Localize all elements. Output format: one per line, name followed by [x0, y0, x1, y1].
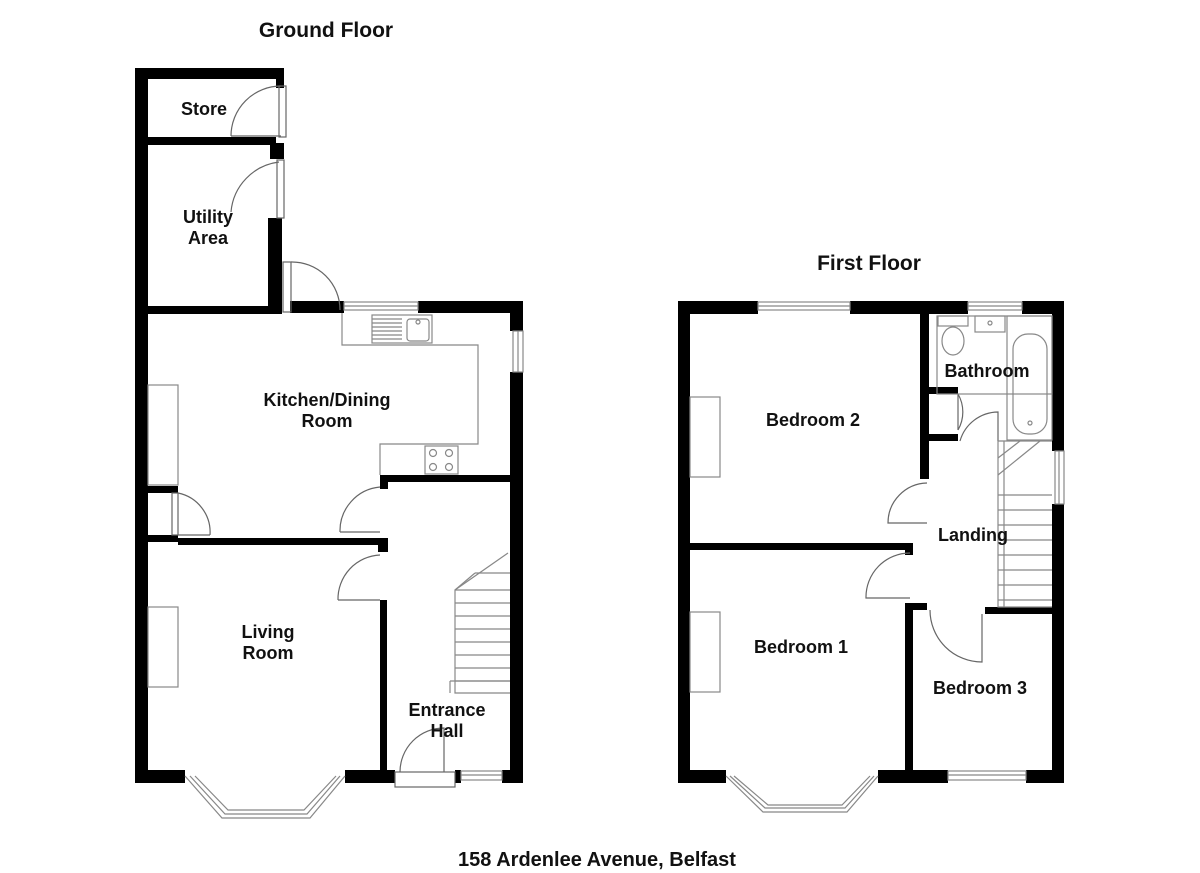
ground-floor-plan: Ground Floor Store Utility Area Kitchen/… [135, 19, 524, 819]
first-floor-title: First Floor [817, 252, 921, 275]
room-label-bedroom2: Bedroom 2 [766, 410, 860, 430]
room-label-kitchen-line2: Room [302, 411, 353, 431]
room-label-store: Store [181, 99, 227, 119]
room-label-hall-line2: Hall [430, 721, 463, 741]
ground-floor-walls [135, 68, 523, 783]
room-label-kitchen-line1: Kitchen/Dining [264, 390, 391, 410]
room-label-bathroom: Bathroom [945, 361, 1030, 381]
room-label-hall-line1: Entrance [408, 700, 485, 720]
first-floor-staircase [997, 440, 1052, 608]
first-floor-plan: First Floor Bedroom 2 Bathroom Landing B… [678, 252, 1065, 813]
room-label-living-line2: Room [243, 643, 294, 663]
room-label-landing: Landing [938, 525, 1008, 545]
first-floor-walls [678, 301, 1064, 783]
room-label-utility-line2: Area [188, 228, 229, 248]
room-label-bedroom3: Bedroom 3 [933, 678, 1027, 698]
ground-floor-doors [171, 85, 456, 788]
first-floor-fixtures [689, 315, 1053, 693]
first-floor-doors [865, 393, 999, 663]
ground-floor-fixtures [147, 313, 479, 688]
ground-floor-title: Ground Floor [259, 19, 393, 42]
ground-floor-staircase [449, 552, 510, 694]
first-floor-windows [725, 301, 1065, 813]
room-label-utility-line1: Utility [183, 207, 233, 227]
room-label-bedroom1: Bedroom 1 [754, 637, 848, 657]
property-address: 158 Ardenlee Avenue, Belfast [458, 849, 736, 871]
room-label-living-line1: Living [242, 622, 295, 642]
ground-floor-windows [184, 301, 524, 819]
